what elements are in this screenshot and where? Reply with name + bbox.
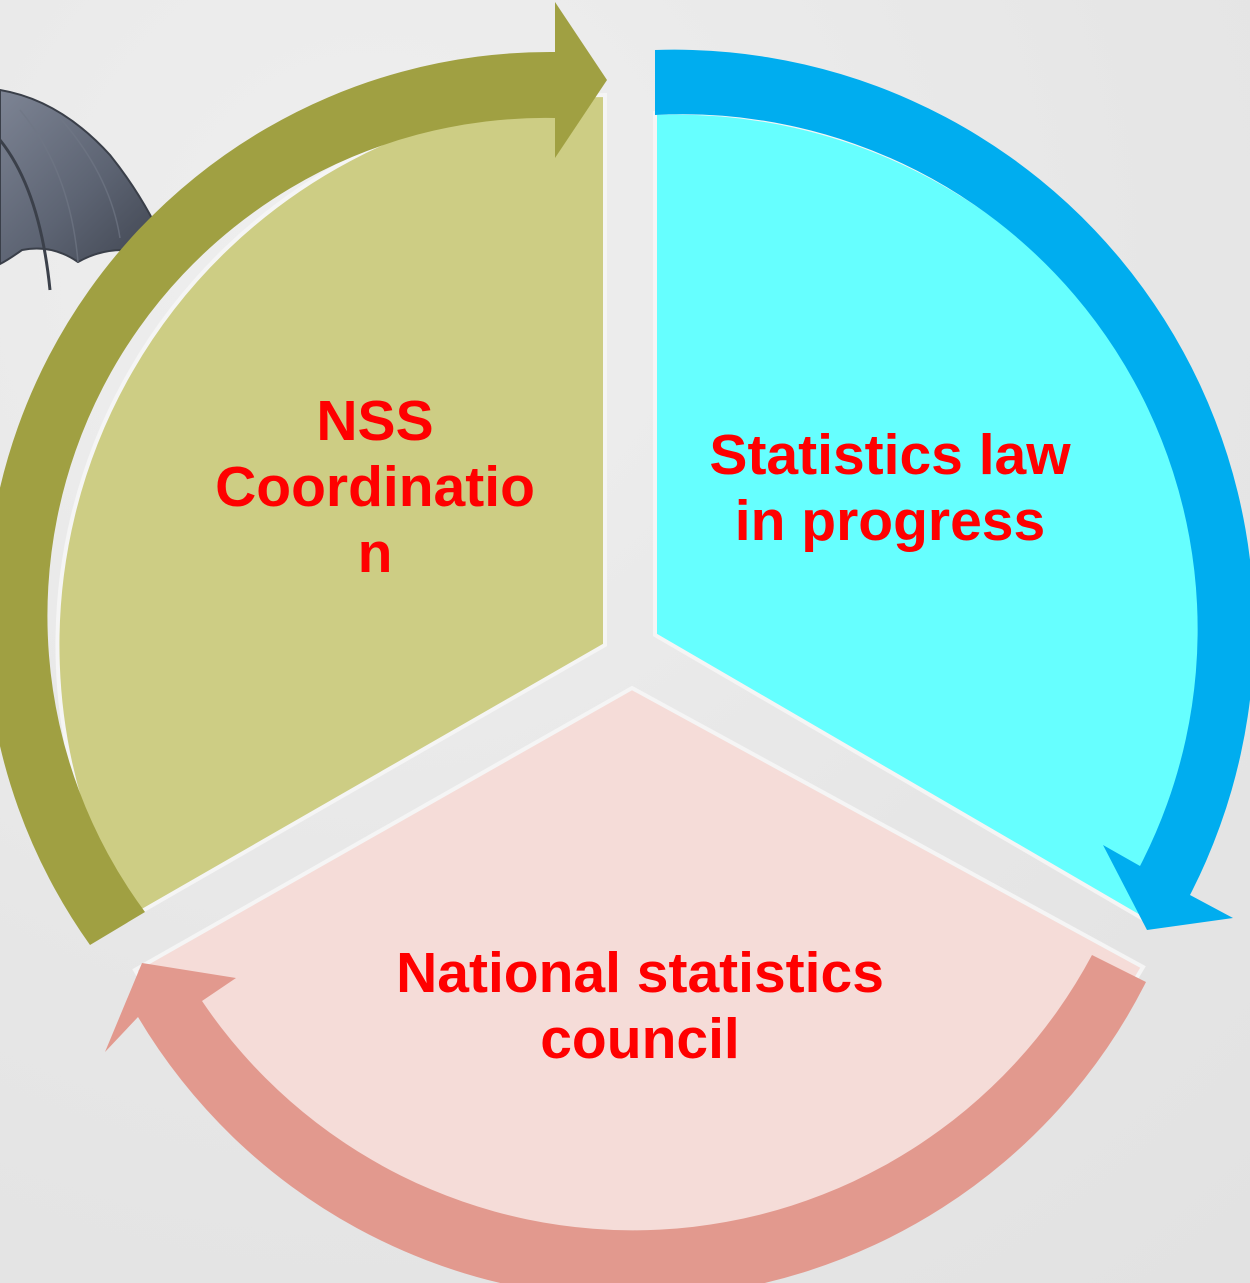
umbrella-icon — [0, 88, 174, 291]
nss-arrow-band — [0, 2, 607, 945]
label-nss-coordination: NSS Coordinatio n — [215, 389, 535, 585]
label-national-council: National statistics council — [396, 941, 884, 1071]
law-arrow-band — [655, 49, 1250, 930]
council-arrow-band — [105, 955, 1146, 1283]
label-statistics-law: Statistics law in progress — [709, 423, 1071, 553]
segment-nss-coordination — [0, 2, 607, 945]
segment-statistics-law — [653, 49, 1250, 930]
segment-national-council — [105, 685, 1146, 1283]
